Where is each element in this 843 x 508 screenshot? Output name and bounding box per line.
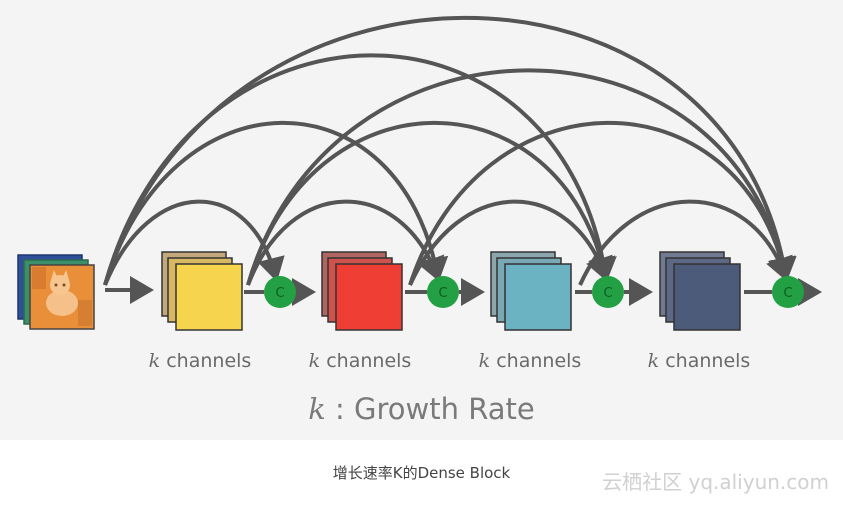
k-symbol: k [478,350,491,372]
skip-block2-to-concat4 [408,120,796,286]
growth-rate-text: : Growth Rate [325,392,535,426]
concat-node-3: C [592,276,624,308]
concat-symbol: C [603,286,612,301]
skip-input-to-concat4 [103,15,797,286]
block3-channels-label: k channels [455,350,605,372]
concat-symbol: C [275,286,284,301]
k-symbol: k [148,350,161,372]
skip-block1-to-concat4 [246,68,796,286]
k-symbol: k [308,350,321,372]
growth-rate-label: k : Growth Rate [0,392,843,426]
channels-text: channels [326,350,412,372]
skip-connections [103,15,797,286]
feature-block-2 [321,251,403,331]
skip-block1-to-concat2 [246,199,445,286]
k-symbol: k [647,350,660,372]
block1-channels-label: k channels [125,350,275,372]
dense-block-diagram: C C C C k channels k channels k channels… [0,0,843,440]
input-image-stack [17,254,95,330]
figure-caption: 增长速率K的Dense Block [332,464,511,482]
forward-arrows [105,276,822,306]
feature-block-1 [161,251,243,331]
concat-node-2: C [427,276,459,308]
skip-input-to-concat3 [103,53,617,286]
skip-block2-to-concat3 [408,199,613,286]
site-watermark: 云栖社区 yq.aliyun.com [602,470,829,494]
block4-channels-label: k channels [624,350,774,372]
growth-k-symbol: k [308,392,326,426]
concat-symbol: C [783,286,792,301]
concat-node-4: C [772,276,804,308]
concat-symbol: C [438,286,447,301]
concat-node-1: C [264,276,296,308]
channels-text: channels [496,350,582,372]
diagram-canvas: C C C C [17,15,822,331]
channels-text: channels [665,350,751,372]
feature-block-3 [490,251,572,331]
channels-text: channels [166,350,252,372]
skip-input-to-concat2 [103,120,449,286]
feature-block-4 [659,251,741,331]
skip-block3-to-concat4 [578,199,793,286]
block2-channels-label: k channels [285,350,435,372]
cat-photo-icon [32,267,92,326]
